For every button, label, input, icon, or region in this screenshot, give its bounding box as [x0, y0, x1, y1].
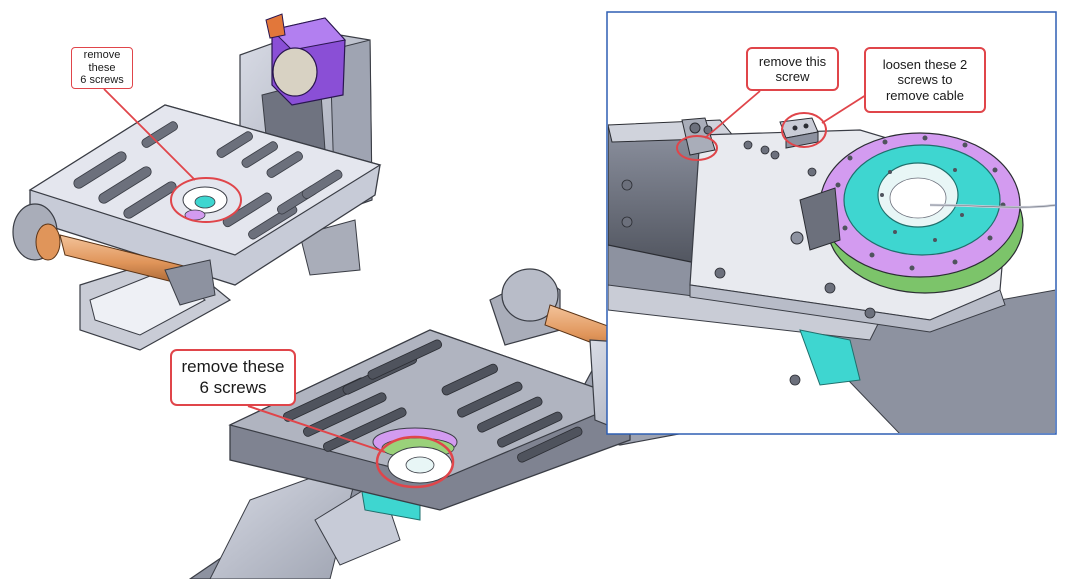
- leader-line: [821, 94, 867, 124]
- leader-line: [103, 88, 196, 181]
- rotary-ring-icon: [790, 132, 1024, 294]
- callout-label: loosen these 2 screws to remove cable: [882, 57, 968, 103]
- motor-icon: [265, 13, 346, 106]
- leader-line: [704, 90, 761, 139]
- callout-remove-screw: remove this screw: [746, 47, 839, 91]
- highlight-circle: [781, 112, 827, 148]
- highlight-circle: [170, 177, 242, 223]
- callout-loosen-cable-screws: loosen these 2 screws to remove cable: [864, 47, 986, 113]
- callout-label: remove these 6 screws: [181, 357, 285, 397]
- callout-label: remove these 6 screws: [80, 48, 124, 87]
- callout-remove-6-screws-bottom: remove these 6 screws: [170, 349, 296, 406]
- highlight-circle: [375, 435, 455, 489]
- handle-icon: [12, 203, 216, 306]
- callout-remove-6-screws-top: remove these 6 screws: [71, 47, 133, 89]
- highlight-circle: [676, 135, 718, 161]
- leader-line: [247, 405, 386, 453]
- callout-label: remove this screw: [758, 53, 827, 84]
- top-left-assembly: [12, 13, 382, 351]
- cable-connector-icon: [779, 117, 819, 149]
